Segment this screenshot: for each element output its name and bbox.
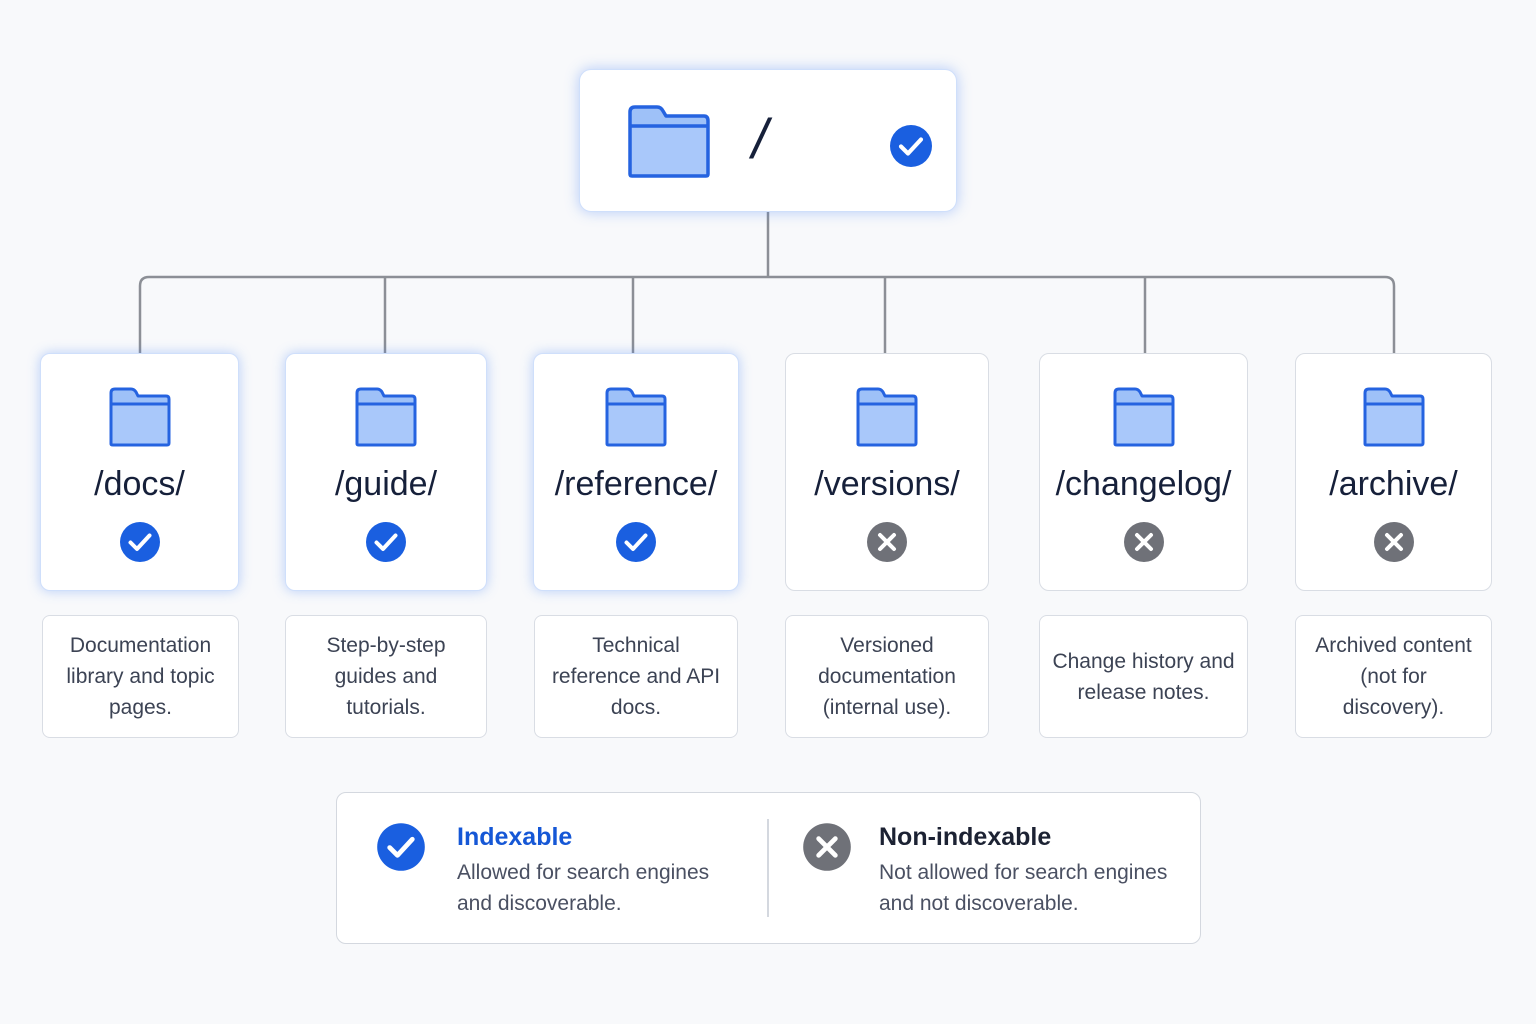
folder-path-label: /changelog/ xyxy=(1055,465,1232,503)
root-path-label: / xyxy=(752,107,768,170)
folder-card-versions[interactable]: /versions/ xyxy=(785,353,989,591)
legend-divider xyxy=(767,819,769,917)
folder-path-label: /docs/ xyxy=(94,465,185,503)
folder-card-archive[interactable]: /archive/ xyxy=(1295,353,1492,591)
check-circle-icon xyxy=(118,521,161,563)
check-circle-icon xyxy=(365,521,407,563)
folder-path-label: /guide/ xyxy=(334,465,438,503)
folder-description-guide: Step-by-step guides and tutorials. xyxy=(285,615,487,738)
folder-description-docs: Documentation library and topic pages. xyxy=(42,615,239,738)
legend-indexable-text: Allowed for search engines and discovera… xyxy=(457,861,710,915)
folder-icon xyxy=(856,387,918,447)
folder-description-versions: Versioned documentation (internal use). xyxy=(785,615,989,738)
folder-path-label: /reference/ xyxy=(554,465,718,503)
check-circle-icon xyxy=(615,521,657,563)
legend-indexable-title: Indexable xyxy=(457,823,573,851)
folder-path-label: /archive/ xyxy=(1329,465,1458,503)
folder-card-guide[interactable]: /guide/ xyxy=(285,353,487,591)
folder-card-reference[interactable]: /reference/ xyxy=(533,353,739,591)
x-circle-icon xyxy=(1122,521,1165,563)
legend-non-indexable-text: Not allowed for search engines and not d… xyxy=(879,861,1168,915)
folder-icon xyxy=(1363,387,1424,447)
folder-card-docs[interactable]: /docs/ xyxy=(40,353,239,591)
folder-description-changelog: Change history and release notes. xyxy=(1039,615,1248,738)
x-circle-icon xyxy=(866,521,908,563)
folder-icon xyxy=(1113,387,1174,447)
legend: Indexable Allowed for search engines and… xyxy=(336,792,1201,944)
legend-non-indexable-title: Non-indexable xyxy=(879,823,1052,851)
x-circle-icon xyxy=(803,823,851,871)
folder-icon xyxy=(355,387,417,447)
folder-icon xyxy=(605,387,667,447)
folder-card-changelog[interactable]: /changelog/ xyxy=(1039,353,1248,591)
x-circle-icon xyxy=(1372,521,1415,563)
folder-icon xyxy=(628,105,710,178)
folder-path-label: /versions/ xyxy=(814,465,960,503)
check-circle-icon xyxy=(377,823,425,871)
check-circle-icon xyxy=(890,125,932,167)
folder-icon xyxy=(109,387,170,447)
branch-bar xyxy=(138,275,1396,353)
folder-description-archive: Archived content (not for discovery). xyxy=(1295,615,1492,738)
folder-description-reference: Technical reference and API docs. xyxy=(534,615,738,738)
root-folder-node[interactable]: / xyxy=(579,69,957,212)
